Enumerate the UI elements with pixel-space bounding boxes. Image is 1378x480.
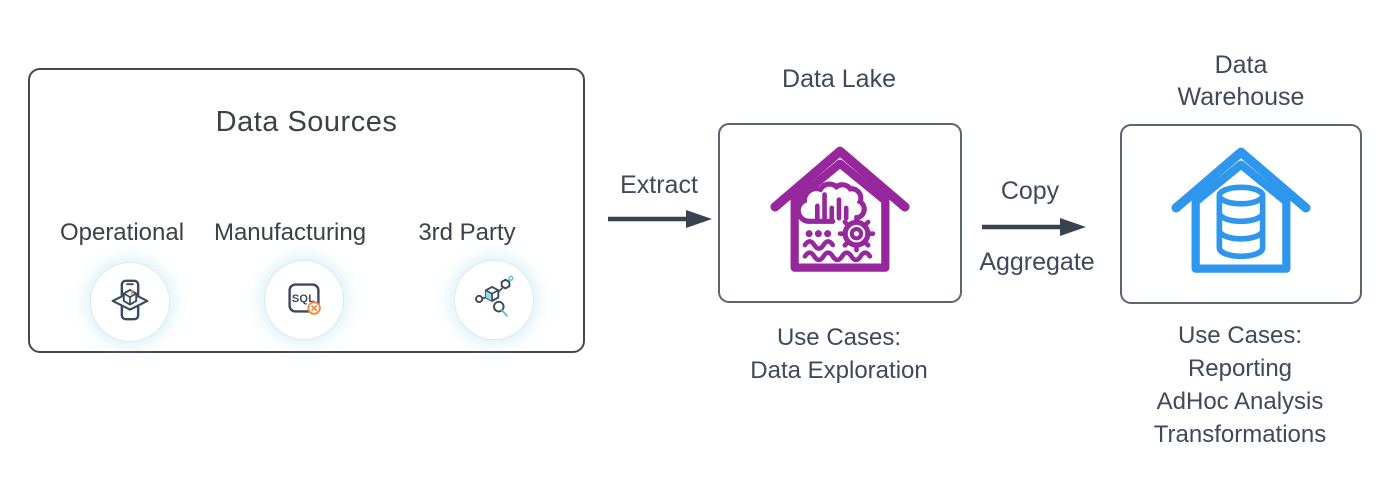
data-warehouse-box xyxy=(1120,124,1362,304)
use-cases-heading: Use Cases: xyxy=(776,324,902,351)
copy-label: Copy xyxy=(1000,177,1060,205)
mobile-ar-cube-icon xyxy=(106,276,154,329)
data-lake-use-cases: Use Cases: Data Exploration xyxy=(708,321,970,387)
extract-arrow-icon xyxy=(608,210,712,228)
use-case-item: AdHoc Analysis xyxy=(1156,388,1324,415)
data-warehouse-title-line1: Data xyxy=(1214,51,1268,79)
use-case-item: Transformations xyxy=(1153,421,1327,448)
manufacturing-icon-circle: SQL xyxy=(265,261,343,339)
data-warehouse-use-cases: Use Cases: Reporting AdHoc Analysis Tran… xyxy=(1105,319,1375,451)
data-lake-box xyxy=(718,123,962,303)
source-label-manufacturing: Manufacturing xyxy=(213,219,367,246)
sql-database-icon: SQL xyxy=(280,274,328,327)
data-lake-title: Data Lake xyxy=(782,65,896,93)
source-label-operational: Operational xyxy=(59,219,185,246)
data-warehouse-title: Data Warehouse xyxy=(1130,49,1352,113)
data-sources-title: Data Sources xyxy=(215,106,398,138)
source-label-3rd-party: 3rd Party xyxy=(418,219,516,246)
warehouse-database-icon xyxy=(1168,144,1314,285)
data-sources-box: Data Sources Operational Manufacturing 3… xyxy=(28,68,585,353)
svg-text:SQL: SQL xyxy=(292,292,315,304)
aggregate-label: Aggregate xyxy=(979,248,1095,276)
extract-label: Extract xyxy=(620,171,698,199)
data-warehouse-title-line2: Warehouse xyxy=(1177,83,1305,111)
network-cube-search-icon xyxy=(470,274,518,327)
operational-icon-circle xyxy=(91,263,169,341)
use-case-item: Reporting xyxy=(1187,355,1293,382)
lake-house-icon xyxy=(767,143,913,284)
third-party-icon-circle xyxy=(455,261,533,339)
use-cases-heading: Use Cases: xyxy=(1177,322,1303,349)
copy-aggregate-arrow-icon xyxy=(982,218,1086,236)
use-case-item: Data Exploration xyxy=(750,357,928,384)
